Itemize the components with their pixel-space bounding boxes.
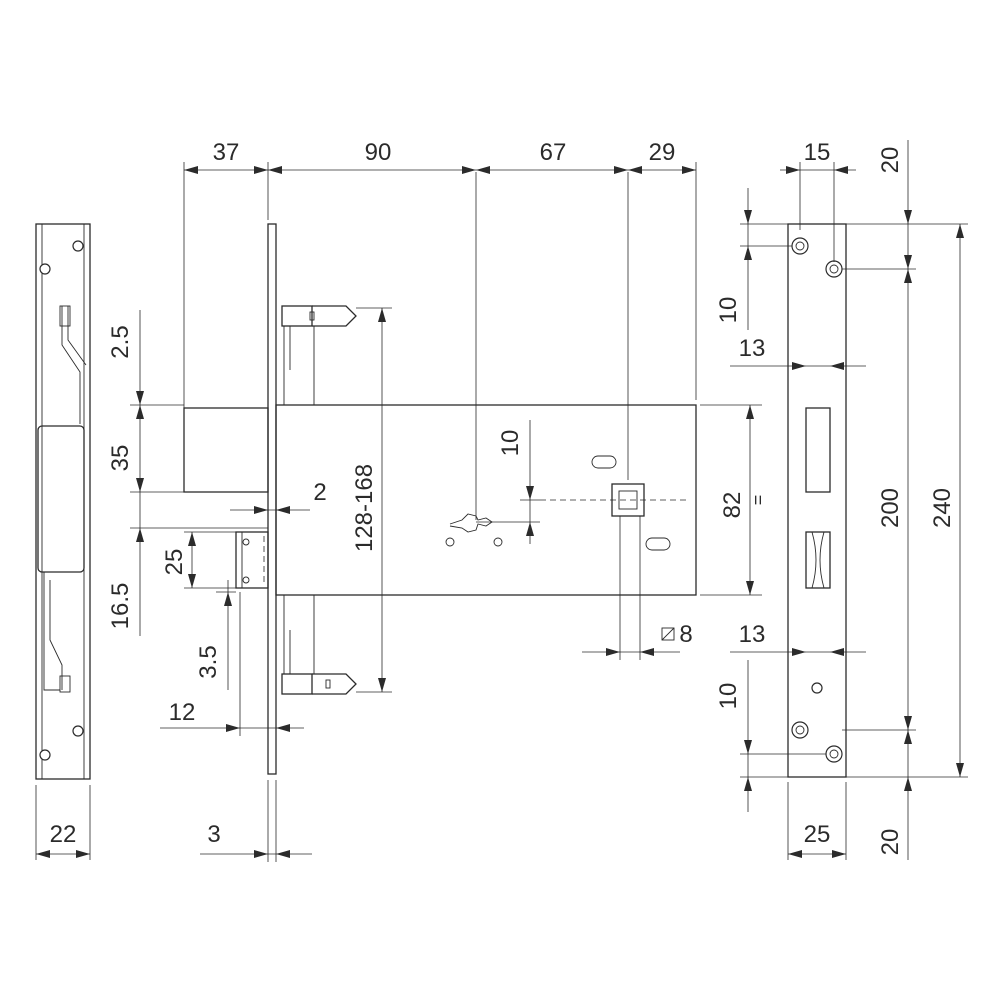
rod-dimension: 128-168 (351, 307, 392, 693)
dim-29: 29 (649, 139, 676, 166)
dim-13-top: 13 (739, 335, 766, 362)
faceplate-dimensions: 15 10 13 13 10 25 (715, 139, 968, 860)
dim-25-faceplate: 25 (804, 821, 831, 848)
dim-67: 67 (540, 139, 567, 166)
dim-128-168: 128-168 (351, 464, 378, 552)
dim-82: 82 (719, 492, 746, 519)
dim-16-5: 16.5 (107, 583, 134, 630)
left-dimensions: 2.5 35 16.5 25 3.5 12 2 3 (107, 310, 327, 862)
dim-200: 200 (877, 488, 904, 528)
centre-dimension: 10 (476, 420, 540, 544)
dim-3: 3 (207, 821, 220, 848)
faceplate (787, 223, 847, 778)
dim-20-top: 20 (877, 147, 904, 174)
dim-15: 15 (804, 139, 831, 166)
dim-10-bottom: 10 (715, 683, 742, 710)
dim-20-bottom: 20 (877, 829, 904, 856)
spindle-dimension: 8 (582, 516, 693, 660)
lock-body (183, 172, 697, 775)
top-dimensions: 37 90 67 29 (183, 139, 697, 408)
dim-12: 12 (169, 699, 196, 726)
dim-strike-22: 22 (50, 821, 77, 848)
dim-37: 37 (213, 139, 240, 166)
dim-equal-mark: = (748, 495, 768, 506)
dim-240: 240 (929, 488, 956, 528)
dim-35: 35 (107, 445, 134, 472)
dim-8: 8 (679, 621, 692, 648)
dim-3-5: 3.5 (195, 645, 222, 678)
dim-2: 2 (313, 479, 326, 506)
case-height-dimension: 82 = (700, 404, 768, 596)
dim-25-latch: 25 (161, 549, 188, 576)
dim-2-5: 2.5 (107, 325, 134, 358)
dim-10-centre: 10 (497, 430, 524, 457)
dim-10-top: 10 (715, 297, 742, 324)
dim-90: 90 (365, 139, 392, 166)
dim-13-bottom: 13 (739, 621, 766, 648)
strike-plate: 22 (35, 223, 91, 860)
